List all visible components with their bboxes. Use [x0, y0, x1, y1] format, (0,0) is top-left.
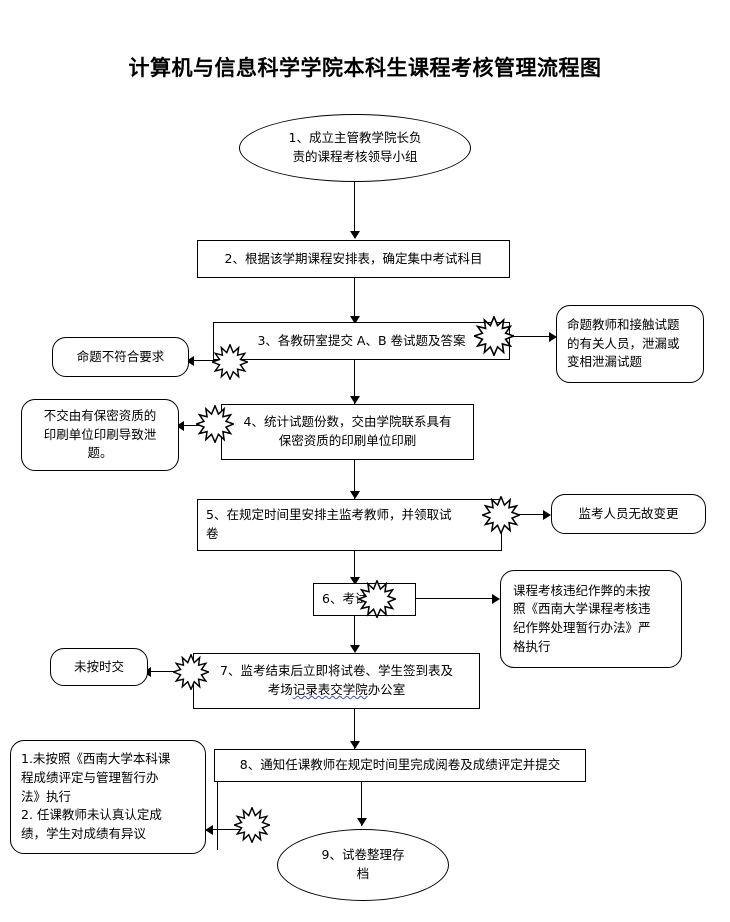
arrow-1-to-2: [350, 231, 360, 239]
burst-icon-4-left: [196, 405, 234, 443]
burst-icon-6-right: [358, 580, 396, 618]
connector-8-to-left: [212, 829, 252, 831]
node-3-right-box[interactable]: 命题教师和接触试题 的有关人员，泄漏或 变相泄漏试题: [556, 305, 704, 383]
connector-8-down-stub: [217, 782, 219, 850]
burst-icon-3-right: [474, 316, 514, 356]
node-4-line-2: 保密资质的印刷单位印刷: [278, 433, 417, 448]
node-1-line-2: 责的课程考核领导小组: [292, 149, 418, 164]
node-3-left-box[interactable]: 命题不符合要求: [52, 337, 189, 377]
node-1-line-1: 1、成立主管教学院长负: [288, 130, 422, 146]
node-1-ellipse[interactable]: 1、成立主管教学院长负 责的课程考核领导小组: [239, 114, 471, 182]
node-7-line-2-part-a: 考场: [267, 682, 293, 697]
node-7-line-2: 考场记录表交学院办公室: [198, 681, 475, 700]
node-4-left-line-3: 题。: [87, 445, 113, 461]
connector-8-to-9: [361, 782, 363, 826]
node-6-label: 6、考试: [322, 591, 368, 607]
node-5-line-1: 5、在规定时间里安排主监考教师，并领取试: [206, 507, 452, 523]
connector-4-to-5: [354, 460, 356, 505]
node-7-line-2-part-b-spellcheck: 记录表交学院: [292, 682, 368, 697]
node-8-left-line-2: 程成绩评定与管理暂行办: [21, 769, 159, 785]
connector-6-to-right: [406, 598, 495, 600]
arrow-6-to-7: [350, 645, 360, 653]
arrow-5-to-6: [350, 577, 360, 585]
connector-3-to-right: [500, 336, 555, 338]
node-6-right-line-4: 格执行: [513, 638, 551, 654]
connector-7-to-8: [354, 709, 356, 749]
arrow-2-to-3: [350, 316, 360, 324]
node-8-left-line-1: 1.未按照《西南大学本科课: [21, 751, 171, 767]
node-3-left-label: 命题不符合要求: [76, 348, 165, 364]
node-5-box[interactable]: 5、在规定时间里安排主监考教师，并领取试 卷: [197, 499, 502, 551]
arrow-3-to-left: [186, 356, 194, 366]
arrow-4-to-5: [350, 491, 360, 499]
node-3-right-line-2: 的有关人员，泄漏或: [567, 335, 680, 351]
node-3-label: 3、各教研室提交 A、B 卷试题及答案: [257, 332, 466, 348]
burst-icon-8-left: [234, 807, 270, 843]
connector-3-to-4: [354, 360, 356, 405]
node-8-label: 8、通知任课教师在规定时间里完成阅卷及成绩评定并提交: [239, 757, 561, 773]
node-7-line-1: 7、监考结束后立即将试卷、学生签到表及: [220, 663, 453, 679]
connector-1-to-2: [354, 182, 356, 238]
arrow-4-to-left: [176, 421, 184, 431]
arrow-3-to-4: [350, 396, 360, 404]
connector-6-to-7: [354, 616, 356, 651]
node-7-line-2-part-c: 办公室: [367, 682, 406, 697]
node-4-box[interactable]: 4、统计试题份数，交由学院联系具有 保密资质的印刷单位印刷: [221, 404, 474, 460]
connector-5-to-right: [500, 514, 548, 516]
arrow-5-to-right: [543, 510, 551, 520]
node-6-right-box[interactable]: 课程考核违纪作弊的未按 照《西南大学课程考核违 纪作弊处理暂行办法》严 格执行: [500, 570, 682, 668]
arrow-8-to-left: [205, 825, 213, 835]
node-4-left-line-1: 不交由有保密资质的: [43, 407, 157, 423]
node-4-left-box[interactable]: 不交由有保密资质的 印刷单位印刷导致泄 题。: [21, 399, 179, 471]
node-8-left-line-3: 法》执行: [21, 788, 72, 804]
connector-5-to-6: [354, 551, 356, 584]
node-8-box[interactable]: 8、通知任课教师在规定时间里完成阅卷及成绩评定并提交: [214, 749, 586, 782]
connector-3-to-left: [190, 360, 230, 362]
node-5-line-2: 卷: [206, 526, 219, 541]
node-5-right-label: 监考人员无故变更: [578, 505, 679, 521]
node-7-left-label: 未按时交: [73, 658, 124, 674]
connector-2-to-3: [354, 278, 356, 323]
node-8-left-line-5: 绩，学生对成绩有异议: [21, 826, 147, 842]
node-3-right-line-3: 变相泄漏试题: [567, 354, 643, 370]
node-9-line-1: 9、试卷整理存: [321, 847, 405, 863]
node-8-left-line-4: 2. 任课教师未认真认定成: [21, 807, 162, 823]
node-2-box[interactable]: 2、根据该学期课程安排表，确定集中考试科目: [197, 240, 510, 278]
node-4-line-1: 4、统计试题份数，交由学院联系具有: [243, 414, 452, 430]
node-2-label: 2、根据该学期课程安排表，确定集中考试科目: [224, 250, 483, 266]
node-6-right-line-1: 课程考核违纪作弊的未按: [513, 582, 651, 598]
node-8-left-box[interactable]: 1.未按照《西南大学本科课 程成绩评定与管理暂行办 法》执行 2. 任课教师未认…: [10, 740, 206, 854]
arrow-8-to-9: [357, 818, 367, 826]
page-title: 计算机与信息科学学院本科生课程考核管理流程图: [128, 55, 602, 80]
burst-icon-7-left: [173, 654, 209, 690]
node-7-left-box[interactable]: 未按时交: [50, 648, 148, 686]
burst-icon-5-right: [482, 496, 520, 534]
node-7-box[interactable]: 7、监考结束后立即将试卷、学生签到表及 考场记录表交学院办公室: [193, 653, 480, 709]
arrow-3-to-right: [549, 332, 557, 342]
node-3-box[interactable]: 3、各教研室提交 A、B 卷试题及答案: [213, 322, 510, 360]
node-9-ellipse[interactable]: 9、试卷整理存 档: [277, 829, 449, 901]
node-6-right-line-3: 纪作弊处理暂行办法》严: [513, 620, 651, 635]
node-3-right-line-1: 命题教师和接触试题: [567, 316, 680, 332]
connector-7-to-left: [147, 671, 197, 673]
node-6-right-line-2: 照《西南大学课程考核违: [513, 601, 651, 617]
node-5-right-box[interactable]: 监考人员无故变更: [551, 494, 706, 534]
arrow-6-to-right: [492, 594, 500, 604]
node-9-line-2: 档: [356, 866, 370, 881]
burst-icon-3-left: [212, 344, 248, 380]
node-4-left-line-2: 印刷单位印刷导致泄: [43, 426, 157, 442]
arrow-7-to-8: [350, 741, 360, 749]
